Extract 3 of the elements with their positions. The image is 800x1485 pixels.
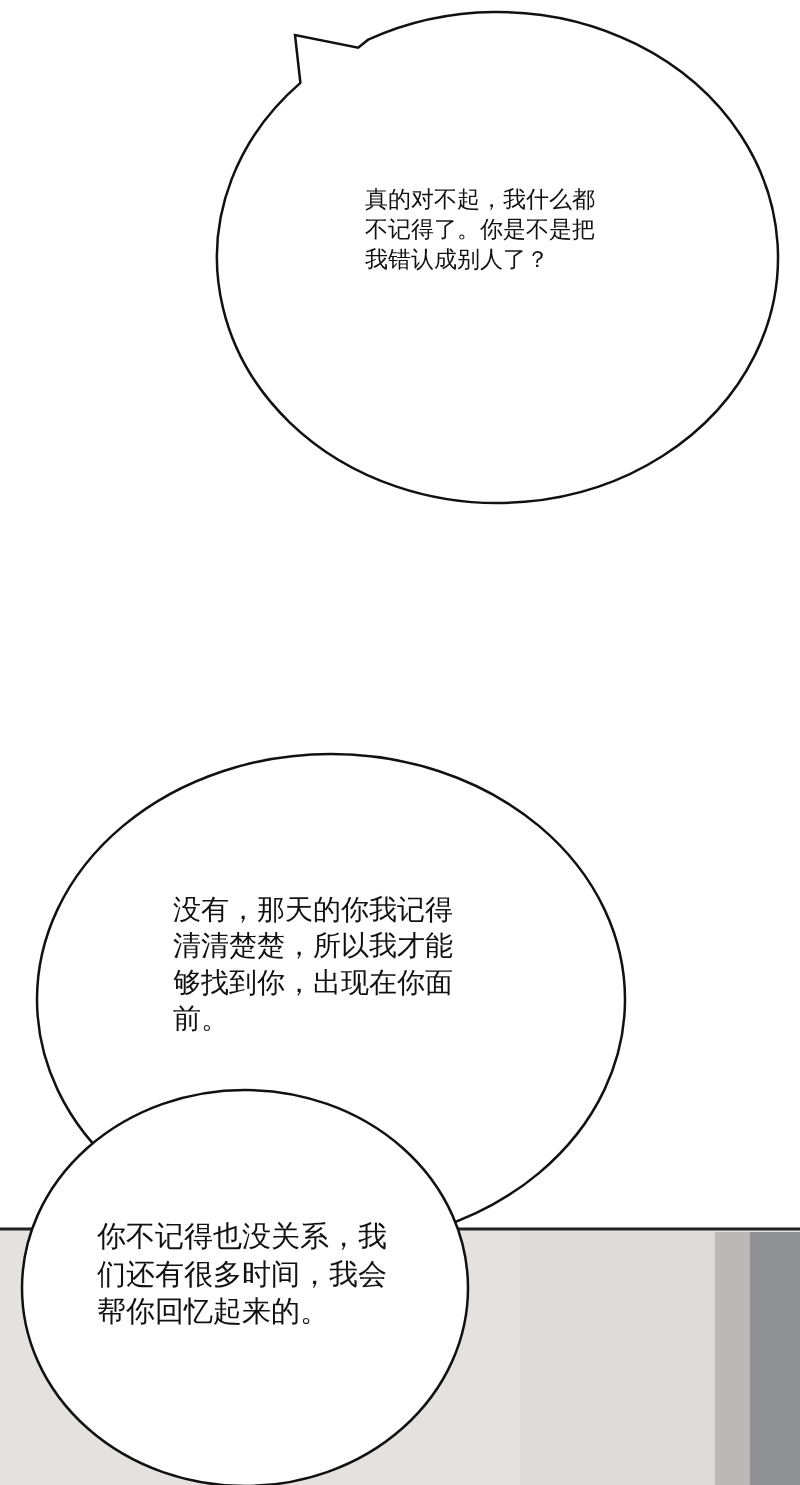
dialogue-text: 真的对不起，我什么都不记得了。你是不是把我错认成别人了？ <box>365 185 595 274</box>
dialogue-text: 你不记得也没关系，我们还有很多时间，我会帮你回忆起来的。 <box>97 1218 388 1331</box>
dialogue-text: 没有，那天的你我记得清清楚楚，所以我才能够找到你，出现在你面前。 <box>173 892 454 1038</box>
